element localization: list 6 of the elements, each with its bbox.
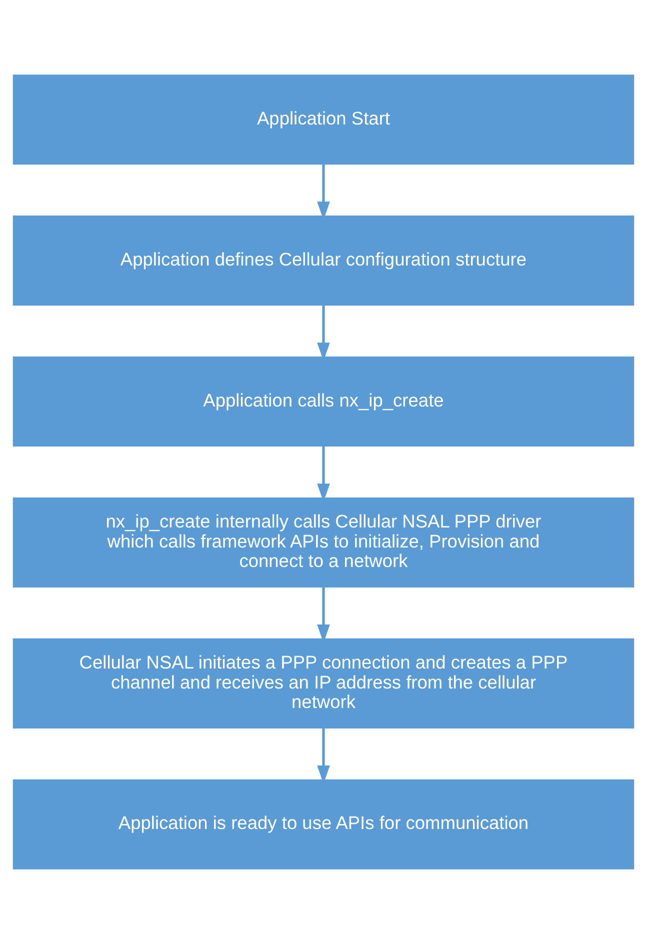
node-box: Application is ready to use APIs for communication (12, 778, 634, 869)
node-box: Application defines Cellular configuration structure (12, 215, 634, 306)
node-box: Application calls nx_ip_create (12, 356, 634, 446)
node-box: Application Start (12, 74, 634, 164)
node-box: nx_ip_create internally calls Cellular NSAL PPP driver which calls framework APIs to initialize, Provision and connect to a network (12, 496, 634, 587)
node-box: Cellular NSAL initiates a PPP connection and creates a PPP channel and receives an IP address from the cellular network (12, 638, 634, 728)
